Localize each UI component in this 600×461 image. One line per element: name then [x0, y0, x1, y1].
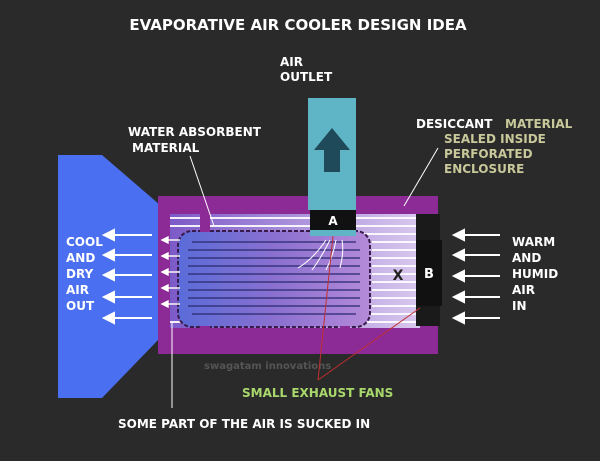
fan-b-box — [416, 240, 442, 306]
cool-line-1: COOL — [66, 235, 103, 249]
warm-air-arrows — [451, 228, 500, 325]
diagram-title: EVAPORATIVE AIR COOLER DESIGN IDEA — [129, 16, 467, 34]
fan-a-box — [310, 210, 356, 230]
warm-air-label: WARM AND HUMID AIR IN — [512, 235, 562, 313]
air-outlet-line-1: AIR — [280, 55, 303, 69]
fan-b-label: B — [424, 267, 434, 282]
desiccant-line-1: MATERIAL — [505, 117, 573, 131]
desiccant-title: DESICCANT — [416, 117, 493, 131]
warm-line-1: WARM — [512, 235, 555, 249]
cool-line-5: OUT — [66, 299, 95, 313]
cool-line-2: AND — [66, 251, 95, 265]
inner-flow-arrows — [160, 235, 180, 309]
air-outlet-line-2: OUTLET — [280, 70, 333, 84]
warm-line-2: AND — [512, 251, 541, 265]
cool-air-arrows — [101, 228, 152, 325]
sucked-in-label: SOME PART OF THE AIR IS SUCKED IN — [118, 417, 370, 431]
desiccant-label: MATERIAL SEALED INSIDE PERFORATED ENCLOS… — [444, 117, 577, 176]
desiccant-line-3: PERFORATED — [444, 147, 533, 161]
water-absorbent-line-2: MATERIAL — [132, 141, 200, 155]
warm-line-4: AIR — [512, 283, 535, 297]
cool-air-label: COOL AND DRY AIR OUT — [66, 235, 107, 313]
desiccant-line-2: SEALED INSIDE — [444, 132, 546, 146]
up-arrow-icon — [314, 128, 350, 172]
air-outlet-label: AIR OUTLET — [280, 55, 333, 84]
water-absorbent-leader — [189, 155, 215, 227]
desiccant-leader — [403, 147, 439, 207]
warm-line-5: IN — [512, 299, 527, 313]
cool-line-3: DRY — [66, 267, 94, 281]
suction-arrows — [297, 239, 344, 271]
fan-a-label: A — [328, 214, 338, 228]
x-mark: X — [393, 268, 404, 284]
cool-line-4: AIR — [66, 283, 89, 297]
exhaust-fan-leaders — [317, 235, 421, 381]
watermark: swagatam innovations — [204, 361, 331, 372]
fan-a-grille — [310, 230, 356, 236]
water-absorbent-pad — [177, 230, 371, 328]
desiccant-line-4: ENCLOSURE — [444, 162, 524, 176]
water-absorbent-line-1: WATER ABSORBENT — [128, 125, 262, 139]
small-exhaust-fans-label: SMALL EXHAUST FANS — [242, 386, 393, 400]
warm-line-3: HUMID — [512, 267, 558, 281]
water-absorbent-label: WATER ABSORBENT MATERIAL — [128, 125, 265, 155]
